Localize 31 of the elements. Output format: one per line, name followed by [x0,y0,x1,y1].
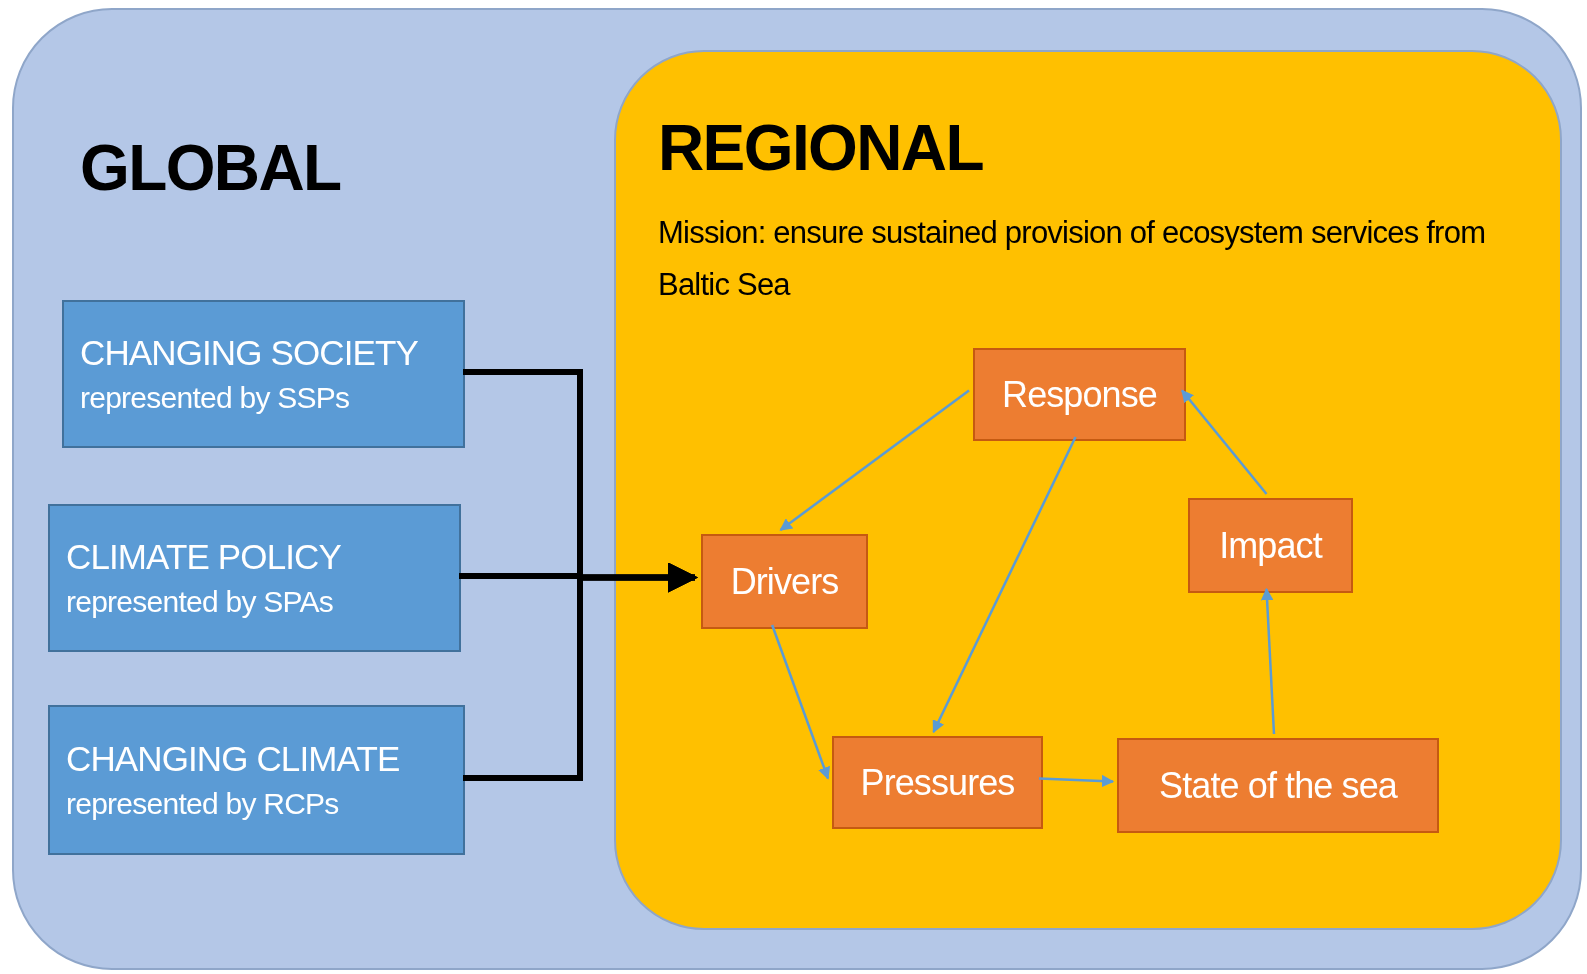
arrow [770,624,831,780]
box-label: Pressures [860,764,1015,801]
dpsir-box [1117,738,1439,833]
driver-box [62,300,465,448]
mission-text: Mission: ensure sustained provision of ecosystem services from Baltic Sea [658,214,1487,304]
box-label: Response [1002,376,1157,413]
dpsir-box [832,736,1043,829]
dpsir-box [701,534,868,629]
arrow [779,389,970,531]
regional-panel [614,50,1562,930]
panel-title: REGIONAL [658,116,983,180]
arrow [932,436,1077,734]
global-panel [12,8,1582,970]
arrow [1181,389,1268,495]
arrow [463,562,698,781]
dpsir-box [1188,498,1353,593]
dpsir-box [973,348,1186,441]
box-label: Impact [1219,527,1322,564]
box-subtext: represented by SSPs [80,380,351,417]
driver-box [48,705,465,855]
box-heading: CHANGING SOCIETY [80,332,419,375]
box-label: State of the sea [1159,767,1397,804]
driver-box [48,504,461,652]
arrow [1038,774,1115,788]
box-label: Drivers [730,563,839,600]
box-subtext: represented by RCPs [66,786,340,823]
panel-title: GLOBAL [80,136,341,200]
box-heading: CLIMATE POLICY [66,536,342,579]
box-subtext: represented by SPAs [66,584,334,621]
arrow [1260,587,1276,735]
box-heading: CHANGING CLIMATE [66,738,401,781]
